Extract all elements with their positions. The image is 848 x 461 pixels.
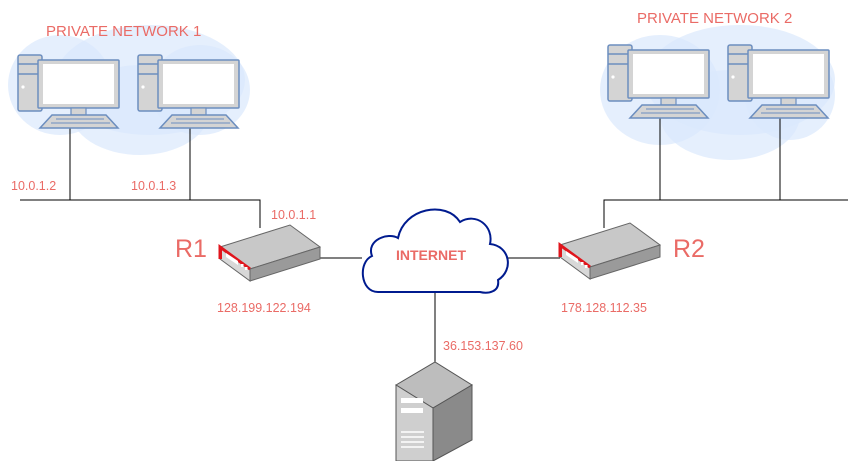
r1-lan-ip-label: 10.0.1.1 (271, 208, 317, 222)
internet-cloud-icon (362, 208, 509, 294)
r2-name-label: R2 (673, 235, 705, 263)
internet-label: INTERNET (396, 247, 466, 263)
r1-name-label: R1 (175, 235, 207, 263)
private-network-2-label: PRIVATE NETWORK 2 (637, 10, 793, 27)
network-links (20, 115, 848, 365)
private-network-1-label: PRIVATE NETWORK 1 (46, 23, 202, 40)
router-icon-r2 (558, 221, 662, 281)
router-icon-r1 (218, 223, 322, 283)
server-icon (395, 361, 473, 461)
server-ip-label: 36.153.137.60 (443, 339, 523, 353)
lan2-bus (603, 199, 848, 228)
host-ip-label: 10.0.1.3 (131, 179, 177, 193)
lan1-bus (20, 199, 261, 228)
host-ip-label: 10.0.1.2 (11, 179, 57, 193)
r1-wan-ip-label: 128.199.122.194 (217, 301, 311, 315)
r2-wan-ip-label: 178.128.112.35 (561, 301, 647, 315)
